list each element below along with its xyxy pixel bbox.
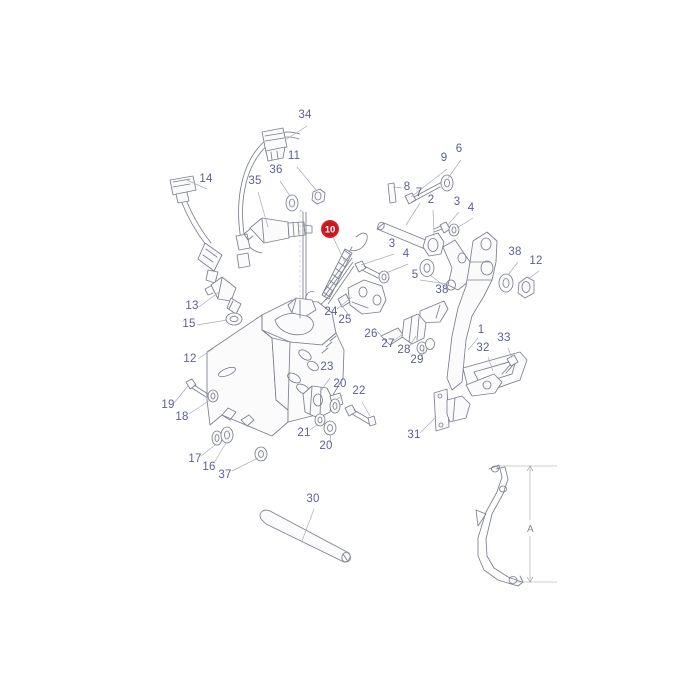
part-washer-16 <box>220 426 234 444</box>
callout-16: 16 <box>202 461 215 473</box>
part-bracket-24-25 <box>337 279 387 315</box>
part-nut-11 <box>311 188 326 205</box>
part-washer-20b <box>323 420 337 436</box>
callout-28: 28 <box>397 344 410 356</box>
part-washer-17 <box>211 430 223 446</box>
highlight-badge-10[interactable]: 10 <box>321 220 339 238</box>
callout-38-b: 38 <box>508 246 521 258</box>
callout-13: 13 <box>185 300 198 312</box>
part-cluster-26-29 <box>380 313 435 355</box>
callout-19: 19 <box>161 399 174 411</box>
callout-17: 17 <box>188 453 201 465</box>
callout-2: 2 <box>428 194 435 206</box>
part-switch-35 <box>243 217 313 244</box>
leader-lines <box>173 125 540 542</box>
highlight-badge-label: 10 <box>325 225 336 236</box>
part-bolt-3b <box>354 260 381 279</box>
inset-detail-pedal <box>475 464 524 587</box>
callout-30: 30 <box>306 493 319 505</box>
callout-20-a: 20 <box>333 378 346 390</box>
callout-labels: 34 14 35 36 11 13 15 12 19 18 17 16 37 2… <box>161 109 542 505</box>
part-shaft-7 <box>376 221 429 250</box>
part-washer-4b <box>378 270 390 284</box>
part-bolt-22 <box>344 404 377 427</box>
part-washer-4a <box>448 223 460 237</box>
callout-12: 12 <box>183 353 196 365</box>
part-mount-31 <box>433 388 471 432</box>
callout-15: 15 <box>182 318 195 330</box>
part-washer-38a <box>419 259 435 277</box>
dimension-label-a: A <box>527 524 534 535</box>
part-wiring-harness-14 <box>169 175 223 284</box>
callout-23: 23 <box>320 361 333 373</box>
part-washer-20a <box>329 398 341 414</box>
callout-33: 33 <box>497 332 510 344</box>
part-bolt-3a <box>433 221 451 234</box>
callout-9: 9 <box>441 152 448 164</box>
part-washer-21 <box>314 413 326 427</box>
callout-3-a: 3 <box>454 196 461 208</box>
part-washer-36 <box>285 194 299 212</box>
callout-7: 7 <box>416 187 423 199</box>
part-link-arm-5 <box>442 239 471 291</box>
part-washer-6 <box>440 174 454 192</box>
part-bolt-9 <box>404 181 443 205</box>
part-washer-15 <box>225 312 243 326</box>
callout-6: 6 <box>456 143 463 155</box>
dim-label-bg <box>523 520 539 536</box>
callout-29: 29 <box>410 354 423 366</box>
callout-5: 5 <box>412 269 419 281</box>
callout-38-a: 38 <box>435 284 448 296</box>
callout-1: 1 <box>478 324 485 336</box>
part-connector-34 <box>235 127 301 269</box>
callout-32: 32 <box>476 342 489 354</box>
part-switch-13 <box>204 276 242 315</box>
callout-26: 26 <box>364 328 377 340</box>
callout-18: 18 <box>175 411 188 423</box>
callout-35: 35 <box>248 175 261 187</box>
callout-31: 31 <box>407 429 420 441</box>
callout-27: 27 <box>381 338 394 350</box>
callout-4-b: 4 <box>403 248 410 260</box>
callout-36: 36 <box>269 164 282 176</box>
part-bolt-33 <box>501 354 519 375</box>
callout-4-a: 4 <box>468 202 475 214</box>
callout-20-b: 20 <box>319 440 332 452</box>
callout-22: 22 <box>352 385 365 397</box>
callout-11: 11 <box>288 150 300 162</box>
callout-3-b: 3 <box>389 238 396 250</box>
callout-12-b: 12 <box>529 255 542 267</box>
part-pin-8 <box>387 182 397 204</box>
part-pedal-pad-32 <box>462 351 528 397</box>
part-bushing-12b <box>517 276 535 299</box>
callout-25: 25 <box>338 314 351 326</box>
part-washer-38b <box>498 273 514 293</box>
callout-37: 37 <box>218 469 231 481</box>
part-washer-18 <box>207 389 219 403</box>
part-bushing-37 <box>254 446 268 462</box>
callout-21: 21 <box>297 427 310 439</box>
callout-24: 24 <box>324 306 338 318</box>
callout-34: 34 <box>298 109 312 121</box>
callout-8: 8 <box>404 181 411 193</box>
part-bolt-19 <box>185 378 209 398</box>
callout-14: 14 <box>199 173 213 185</box>
part-rod-30 <box>259 509 351 563</box>
part-pedal-arm-1 <box>419 231 498 391</box>
part-bushing-2 <box>422 232 445 257</box>
